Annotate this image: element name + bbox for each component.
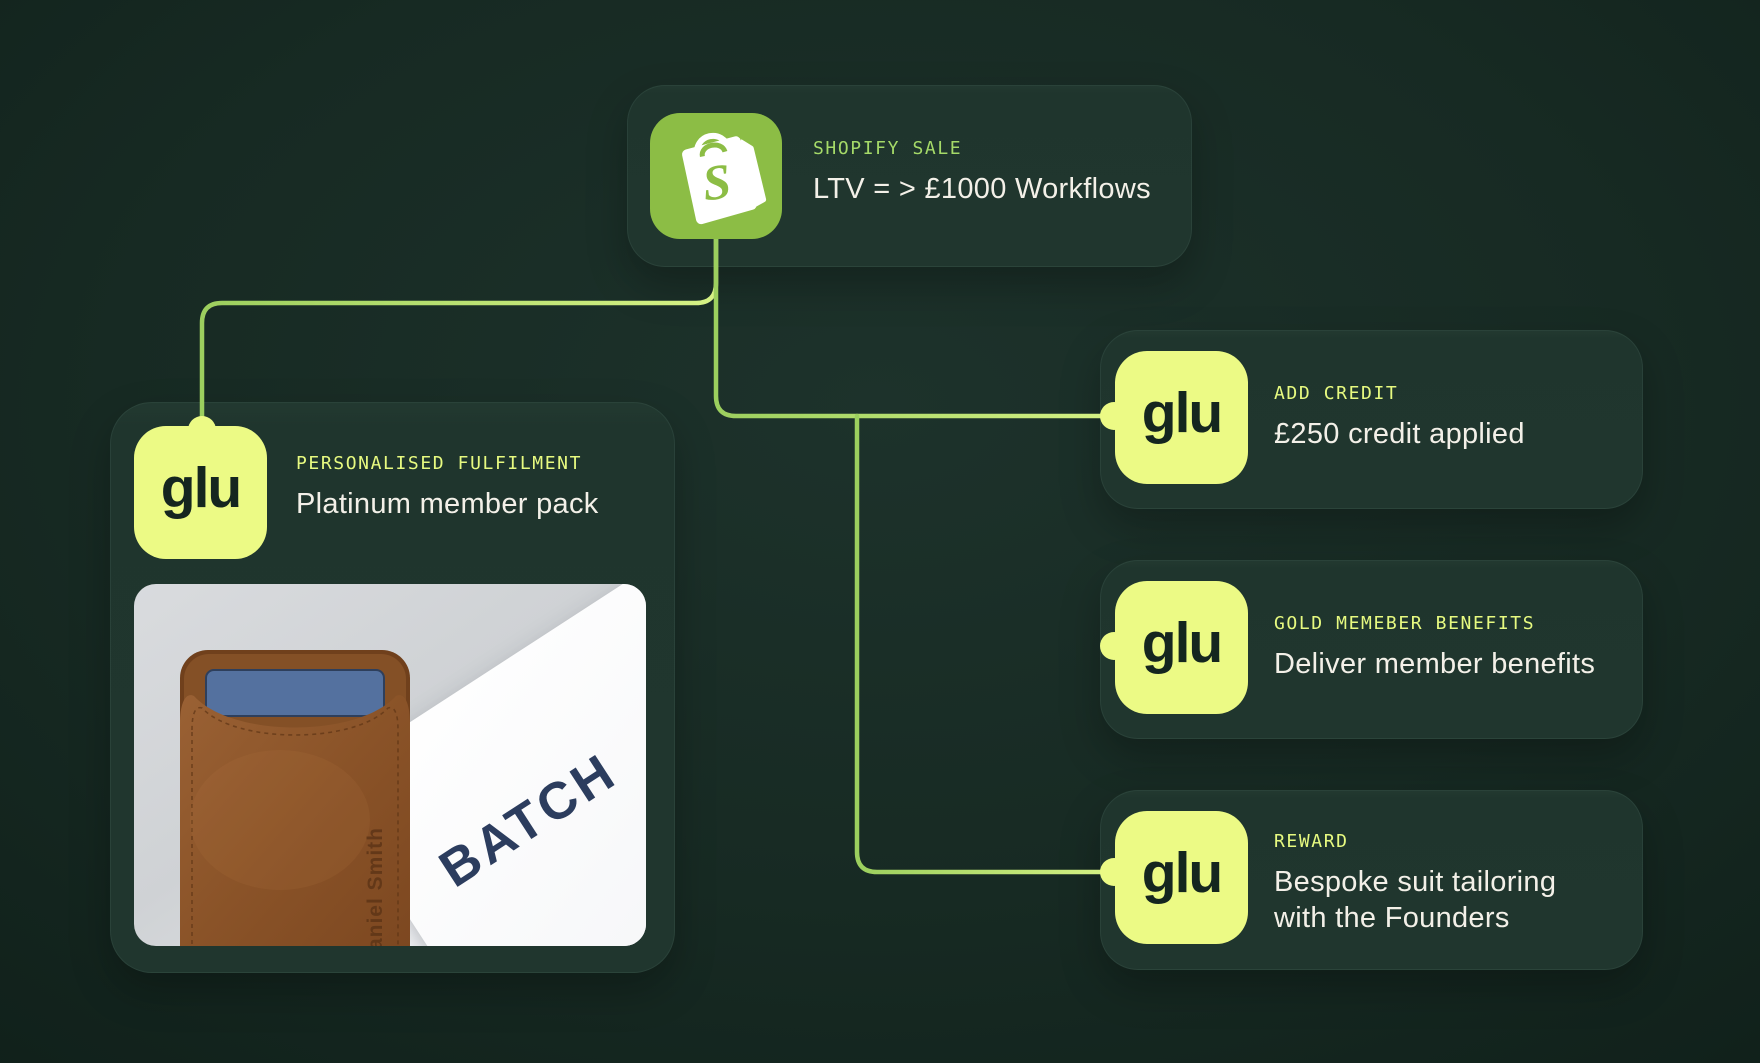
glu-logo-text: glu (160, 456, 242, 520)
node-title: LTV = > £1000 Workflows (813, 173, 1151, 205)
node-label: ADD CREDIT (1274, 383, 1399, 404)
batch-card-text: BATCH (429, 742, 628, 899)
glu-logo-icon: glu (134, 426, 267, 559)
member-pack-photo: From indulgence tailored just for you pr… (134, 584, 646, 946)
connector-shopify-to-add-credit (713, 235, 1121, 419)
blue-card (205, 669, 385, 717)
connector-shopify-to-fulfilment (199, 235, 719, 435)
glu-logo-text: glu (1141, 611, 1223, 675)
glu-logo-icon: glu (1115, 581, 1248, 714)
node-add-credit[interactable]: glu ADD CREDIT £250 credit applied (1100, 330, 1643, 509)
connector-branch-to-reward (854, 413, 1121, 875)
node-title: Bespoke suit tailoring with the Founders (1274, 866, 1557, 935)
node-label: REWARD (1274, 831, 1349, 852)
node-label: SHOPIFY SALE (813, 138, 963, 159)
node-label: PERSONALISED FULFILMENT (296, 453, 583, 474)
node-label: GOLD MEMEBER BENEFITS (1274, 613, 1536, 634)
node-title: Deliver member benefits (1274, 648, 1596, 680)
glu-logo-icon: glu (1115, 811, 1248, 944)
glu-logo-text: glu (1141, 841, 1223, 905)
node-personalised-fulfilment[interactable]: glu PERSONALISED FULFILMENT Platinum mem… (110, 402, 675, 973)
glu-logo-icon: glu (1115, 351, 1248, 484)
svg-text:S: S (699, 152, 733, 211)
node-title: £250 credit applied (1274, 418, 1525, 450)
node-shopify-sale[interactable]: S SHOPIFY SALE LTV = > £1000 Workflows (627, 85, 1192, 267)
glu-logo-text: glu (1141, 381, 1223, 445)
shopify-bag-icon: S (650, 113, 782, 239)
node-title: Platinum member pack (296, 488, 599, 520)
node-reward[interactable]: glu REWARD Bespoke suit tailoring with t… (1100, 790, 1643, 970)
leather-wallet: Daniel Smith (180, 650, 410, 946)
node-gold-member-benefits[interactable]: glu GOLD MEMEBER BENEFITS Deliver member… (1100, 560, 1643, 739)
wallet-monogram: Daniel Smith (364, 826, 387, 946)
